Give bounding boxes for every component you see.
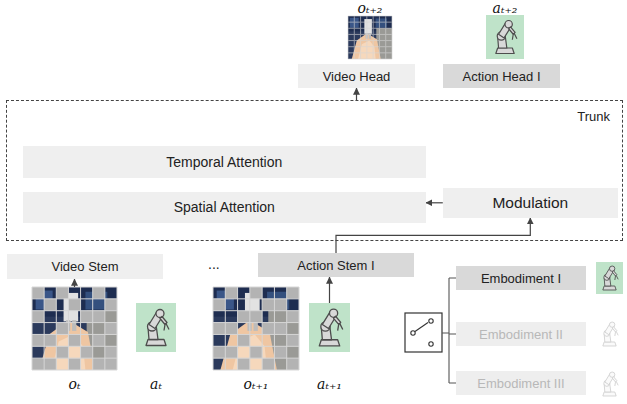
region-label: Trunk — [577, 109, 610, 124]
switch-symbol — [405, 313, 442, 352]
module-box: Modulation — [443, 188, 618, 218]
action-icon-ground — [136, 303, 176, 352]
switch-contact — [429, 342, 433, 346]
variable-caption: oₜ — [69, 377, 81, 392]
module-box: Embodiment II — [456, 322, 586, 346]
module-label: Action Stem I — [297, 258, 374, 273]
variable-caption: aₜ₊₁ — [317, 377, 342, 392]
arrow-connector — [74, 279, 75, 287]
input-figure: aₜ — [136, 303, 176, 392]
module-label: Spatial Attention — [174, 199, 275, 215]
frame-picture — [348, 16, 392, 59]
robot-arm-icon — [146, 310, 169, 346]
robot-arm-icon — [496, 21, 517, 54]
arrow-connector — [329, 277, 330, 303]
input-figure: oₜ₊₁ — [213, 287, 299, 392]
module-label: Temporal Attention — [166, 154, 282, 170]
switch-contact — [429, 319, 433, 323]
input-figure: oₜ₊₂ — [348, 1, 392, 59]
arrow-connector — [426, 202, 443, 203]
arrow-connector — [336, 218, 530, 253]
patch-grid — [213, 287, 299, 370]
masked-patches — [213, 287, 299, 370]
module-label: Embodiment II — [479, 327, 563, 342]
variable-caption: aₜ — [150, 377, 162, 392]
robot-arm-icon-faded — [603, 322, 618, 346]
input-figure: oₜ — [32, 287, 117, 392]
module-label: Embodiment III — [477, 376, 564, 391]
patch-grid — [348, 16, 392, 59]
robot-arm-icon-faded — [603, 372, 618, 396]
arrow-connector — [356, 88, 357, 100]
module-box: Temporal Attention — [23, 146, 426, 178]
switch-lever — [415, 323, 428, 332]
frame-picture — [32, 287, 117, 370]
video-frame — [32, 287, 117, 370]
module-label: Video Head — [323, 69, 391, 84]
embodiment-icon-ground — [596, 262, 623, 294]
module-label: Modulation — [492, 194, 568, 212]
module-box: Action Head I — [443, 64, 560, 88]
patch-grid — [32, 287, 117, 370]
variable-caption: aₜ₊₂ — [493, 1, 518, 16]
input-figure: aₜ₊₁ — [309, 303, 350, 392]
module-box: Action Stem I — [258, 253, 414, 277]
module-label: Embodiment I — [481, 271, 561, 286]
robot-arm-icon — [603, 266, 618, 290]
module-box: Video Stem — [7, 254, 163, 279]
module-box: Spatial Attention — [23, 192, 426, 223]
ellipsis: ... — [208, 256, 220, 272]
action-icon-ground — [486, 15, 524, 59]
robot-arm-icon — [319, 309, 342, 346]
switch-wires — [442, 278, 456, 383]
module-box: Embodiment III — [456, 371, 586, 395]
frame-picture — [213, 287, 299, 370]
trunk-region: TrunkTemporal AttentionSpatial Attention… — [6, 100, 623, 241]
video-frame — [213, 287, 299, 370]
input-figure: aₜ₊₂ — [486, 1, 524, 59]
switch-contact — [411, 331, 415, 335]
module-label: Video Stem — [52, 259, 119, 274]
variable-caption: oₜ₊₁ — [244, 377, 269, 392]
module-label: Action Head I — [462, 69, 540, 84]
action-icon-ground — [309, 303, 350, 352]
module-box: Video Head — [298, 64, 415, 88]
video-frame — [348, 16, 392, 59]
variable-caption: oₜ₊₂ — [358, 1, 383, 16]
masked-patches — [32, 287, 117, 370]
module-box: Embodiment I — [456, 266, 586, 290]
